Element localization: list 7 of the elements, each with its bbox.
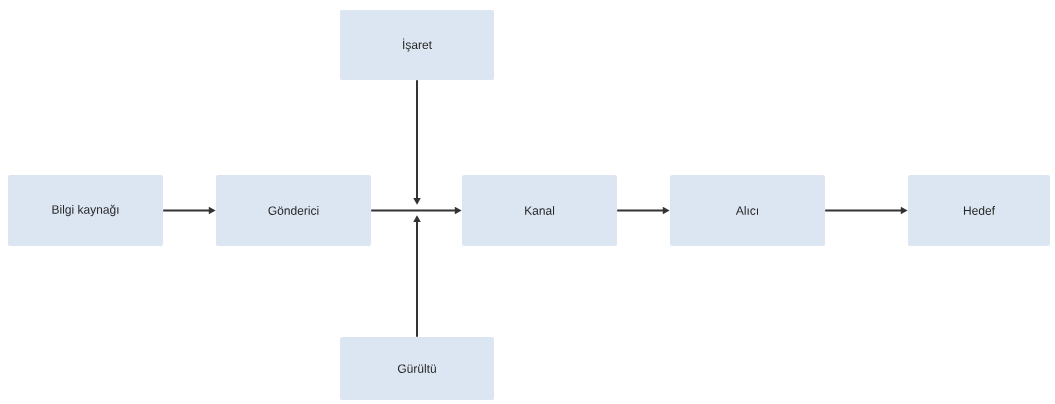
process-box: Alıcı [670, 175, 825, 246]
process-box: Gönderici [216, 175, 371, 246]
process-box: İşaret [340, 10, 494, 80]
process-box: Bilgi kaynağı [8, 175, 163, 246]
process-box: Kanal [462, 175, 617, 246]
process-box: Gürültü [340, 337, 494, 400]
process-box: Hedef [908, 175, 1050, 246]
